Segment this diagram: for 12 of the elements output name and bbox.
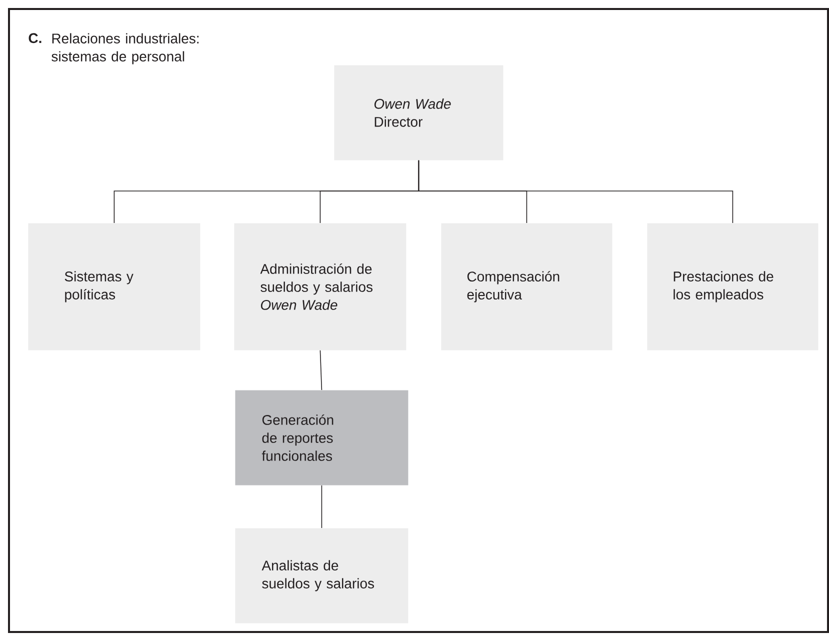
panel-letter: C. (28, 33, 42, 44)
org-box: Administración de sueldos y salarios Owen Wade (234, 223, 406, 350)
highlighted-box: Generación de reportes funcionales (235, 390, 408, 486)
org-box: Owen Wade Director (334, 65, 504, 160)
org-box: Compensación ejecutiva (441, 223, 612, 350)
org-box: Sistemas y políticas (28, 223, 200, 350)
connector-line (321, 485, 322, 528)
title: Relaciones industriales: sistemas de personal (52, 33, 199, 64)
connector-line (320, 350, 322, 390)
connector-line (418, 160, 734, 224)
org-box: Prestaciones de los empleados (647, 223, 818, 350)
org-box: Analistas de sueldos y salarios (235, 528, 408, 624)
